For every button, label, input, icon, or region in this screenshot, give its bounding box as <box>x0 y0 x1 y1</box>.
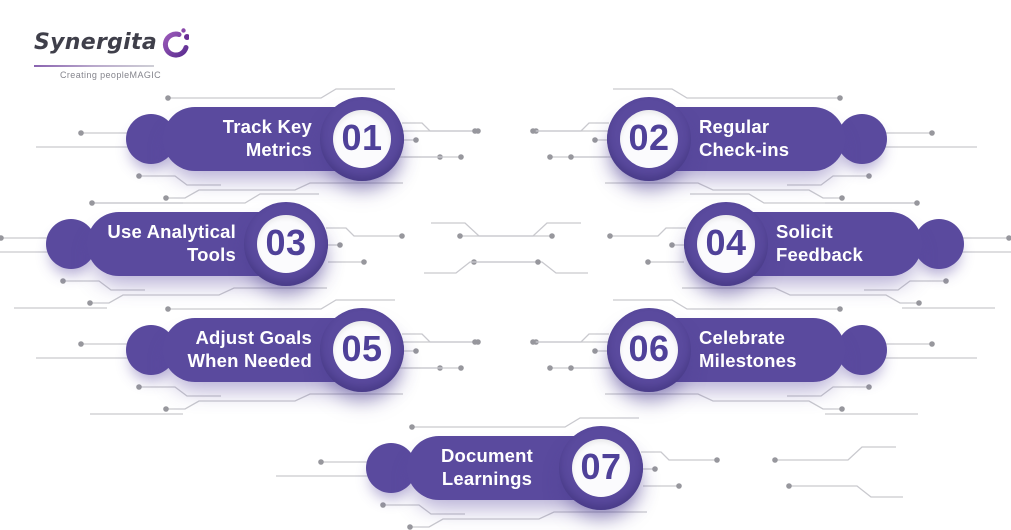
step-02-number: 02 <box>628 117 670 158</box>
step-05-label: Adjust Goals When Needed <box>187 327 312 371</box>
step-06-number: 06 <box>628 328 670 369</box>
step-03-number-badge: 03 <box>244 202 328 286</box>
step-02-end-circle <box>837 114 887 164</box>
logo-divider <box>34 65 154 67</box>
step-02-number-badge: 02 <box>607 97 691 181</box>
brand-name: Synergita <box>34 30 157 55</box>
step-02-label: Regular Check-ins <box>699 116 790 160</box>
brand-tagline: Creating peopleMAGIC <box>60 70 162 80</box>
step-06-end-circle <box>837 325 887 375</box>
step-06-number-badge: 06 <box>607 308 691 392</box>
step-01-number: 01 <box>341 117 383 158</box>
step-07-label: Document Learnings <box>440 445 534 489</box>
brand-logo: Synergita Creating peopleMAGIC <box>34 26 189 80</box>
step-04-label: Solicit Feedback <box>776 221 863 265</box>
step-04-number-badge: 04 <box>684 202 768 286</box>
step-05-number-badge: 05 <box>320 308 404 392</box>
step-07-number-badge: 07 <box>559 426 643 510</box>
step-04-end-circle <box>914 219 964 269</box>
step-03-label: Use Analytical Tools <box>107 221 236 265</box>
step-05-number: 05 <box>341 328 383 369</box>
step-01-label: Track Key Metrics <box>222 116 312 160</box>
step-07-number: 07 <box>580 446 622 487</box>
step-03-number: 03 <box>265 222 307 263</box>
step-06-label: Celebrate Milestones <box>699 327 797 371</box>
brand-swirl-icon <box>162 28 189 58</box>
step-04-number: 04 <box>705 222 747 263</box>
step-01-number-badge: 01 <box>320 97 404 181</box>
